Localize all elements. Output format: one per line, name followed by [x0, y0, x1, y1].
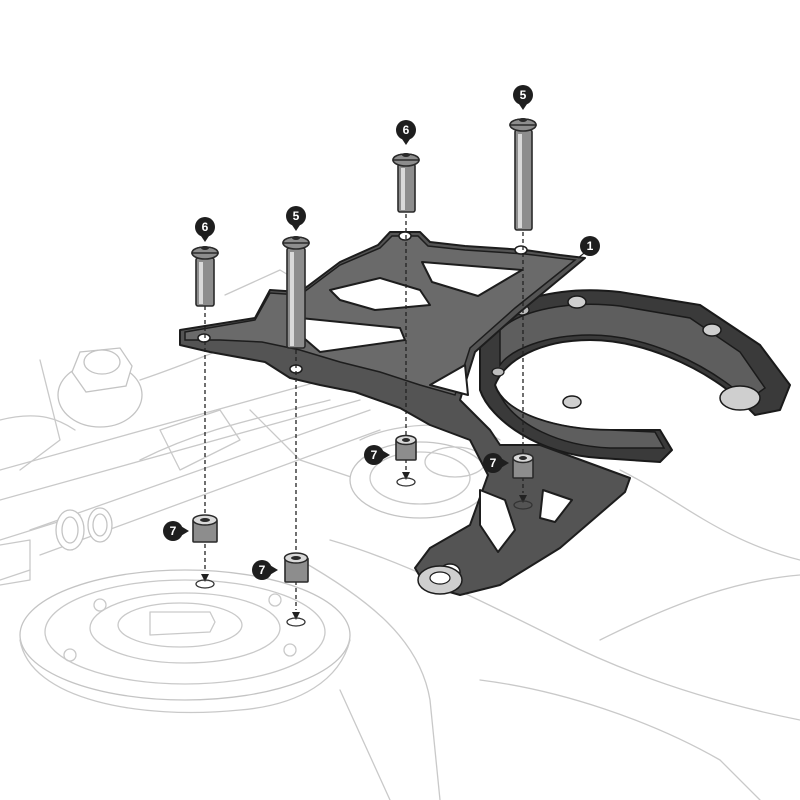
mounting-plate: [179, 231, 631, 596]
svg-text:5: 5: [520, 88, 527, 102]
spacer-right: [512, 452, 534, 479]
callout-5-right: 5: [513, 85, 533, 110]
spacer-center: [395, 434, 417, 461]
assembly-lines: [195, 214, 533, 627]
svg-text:5: 5: [293, 209, 300, 223]
spacer-left: [192, 514, 218, 543]
motorcycle-background: [0, 269, 800, 800]
callout-5-left: 5: [286, 206, 306, 231]
svg-text:6: 6: [202, 220, 209, 234]
callout-7-right: 7: [483, 453, 509, 473]
svg-text:7: 7: [170, 524, 177, 538]
callout-7-middle: 7: [252, 560, 278, 580]
svg-text:6: 6: [403, 123, 410, 137]
svg-text:1: 1: [587, 239, 594, 253]
bolt-long-right: [509, 118, 537, 231]
bolt-short-right: [392, 153, 420, 213]
callout-7-left: 7: [163, 521, 189, 541]
callout-6-left: 6: [195, 217, 215, 242]
svg-text:7: 7: [371, 448, 378, 462]
svg-text:7: 7: [259, 563, 266, 577]
bolt-long-left: [282, 236, 310, 349]
svg-text:7: 7: [490, 456, 497, 470]
spacer-middle: [283, 552, 309, 583]
tank-ring: [479, 289, 791, 463]
callout-1: 1: [580, 236, 600, 256]
callout-6-right: 6: [396, 120, 416, 145]
callout-7-center: 7: [364, 445, 390, 465]
bolt-short-left: [191, 246, 219, 307]
